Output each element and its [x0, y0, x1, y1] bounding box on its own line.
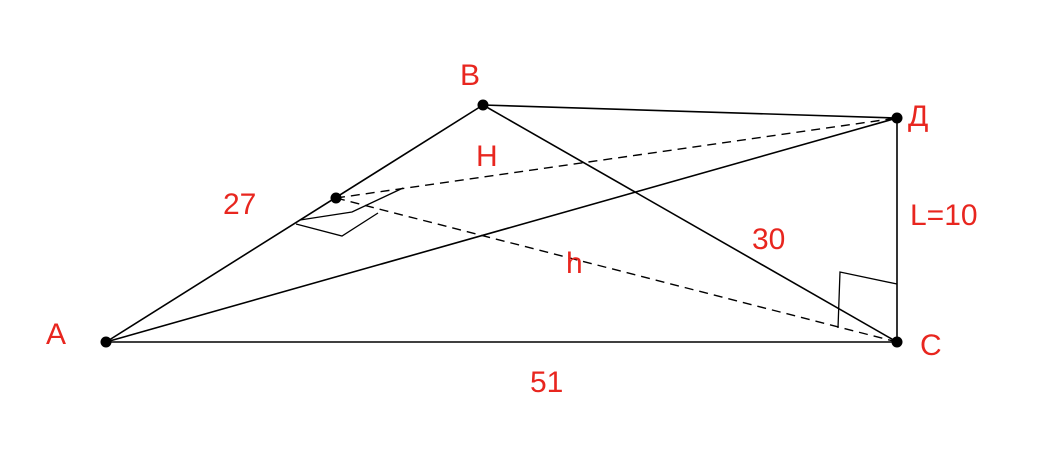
- label-point-a: A: [46, 318, 66, 351]
- right-angle-mark-foot: [295, 212, 379, 237]
- edge-b-c: [482, 104, 898, 343]
- label-point-c: C: [920, 329, 942, 362]
- right-angle-mark-c: [837, 271, 898, 329]
- label-length-dc: L=10: [910, 199, 978, 232]
- edge-a-d: [105, 117, 898, 343]
- label-point-b: B: [460, 59, 480, 92]
- vertex-c: [891, 336, 903, 348]
- label-height-small-h: h: [566, 247, 583, 280]
- height-big-h-dashed: [335, 117, 898, 199]
- vertex-height-foot: [330, 192, 342, 204]
- label-length-bc: 30: [752, 223, 785, 256]
- label-height-big-h: H: [476, 140, 498, 173]
- edge-b-d: [482, 104, 898, 119]
- label-length-ab: 27: [223, 188, 256, 221]
- edge-a-b: [105, 104, 484, 343]
- vertex-b: [477, 99, 489, 111]
- vertex-d: [891, 112, 903, 124]
- right-angle-mark-foot-inner: [299, 187, 404, 221]
- height-small-h-dashed: [335, 197, 898, 343]
- label-length-ac: 51: [530, 366, 563, 399]
- label-point-d: Д: [908, 100, 928, 133]
- vertex-a: [100, 336, 112, 348]
